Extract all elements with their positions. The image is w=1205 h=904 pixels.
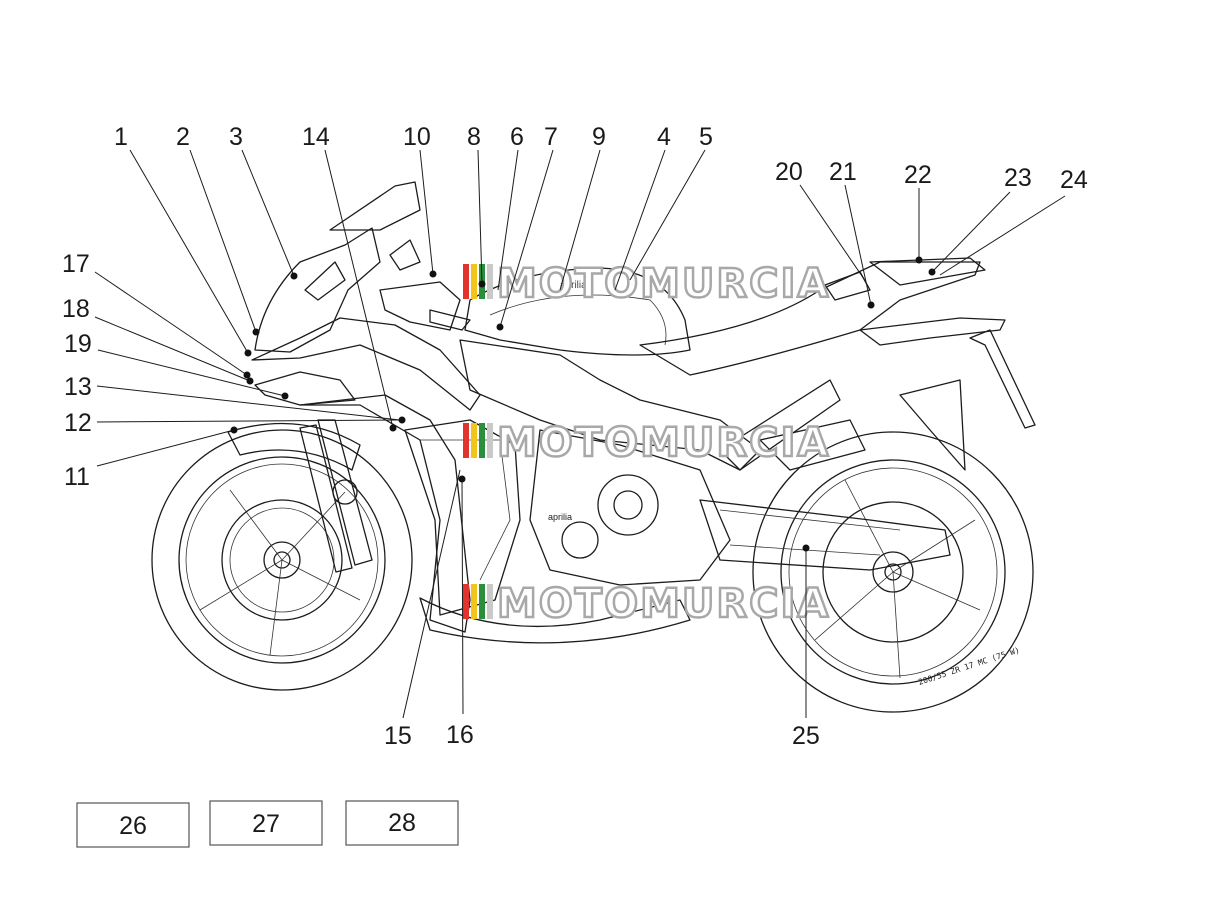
frame-engine: aprilia aprilia xyxy=(459,280,966,586)
box-27-label: 27 xyxy=(252,810,280,838)
front-fork xyxy=(227,419,373,573)
front-wheel xyxy=(151,429,413,691)
rear-tire-marking: 200/55 ZR 17 MC (75 W) xyxy=(917,646,1021,687)
callout-15: 15 xyxy=(384,722,412,750)
watermark-middle: MOTOMURCIA xyxy=(463,419,830,467)
callout-23: 23 xyxy=(1004,164,1032,192)
callout-16: 16 xyxy=(446,721,474,749)
callout-12: 12 xyxy=(64,409,92,437)
engine-logo: aprilia xyxy=(548,512,572,522)
callout-22: 22 xyxy=(904,161,932,189)
watermark-color-bar xyxy=(471,423,477,458)
box-26 xyxy=(76,802,190,848)
box-28 xyxy=(345,800,459,846)
callout-2: 2 xyxy=(176,123,190,151)
box-28-label: 28 xyxy=(388,809,416,837)
watermark-color-bar xyxy=(487,584,493,619)
callout-14: 14 xyxy=(302,123,330,151)
callout-10: 10 xyxy=(403,123,431,151)
callout-8: 8 xyxy=(467,123,481,151)
callout-1: 1 xyxy=(114,123,128,151)
callout-5: 5 xyxy=(699,123,713,151)
watermark-text-bottom: MOTOMURCIA xyxy=(497,581,830,627)
boxed-items: 26 27 28 xyxy=(76,800,459,848)
watermark-text-middle: MOTOMURCIA xyxy=(497,420,830,466)
watermark-color-bar xyxy=(487,264,493,299)
seat-and-tail xyxy=(639,257,1036,429)
watermark-color-bar xyxy=(487,423,493,458)
callout-3: 3 xyxy=(229,123,243,151)
fairing-logo: aprilia xyxy=(560,280,587,291)
callout-19: 19 xyxy=(64,330,92,358)
watermark-color-bar xyxy=(463,584,469,619)
callouts: 1 2 3 14 10 8 6 7 9 4 5 20 21 xyxy=(62,123,1088,750)
callout-21: 21 xyxy=(829,158,857,186)
watermark-color-bar xyxy=(463,423,469,458)
watermark-color-bar xyxy=(463,264,469,299)
watermark-color-bar xyxy=(471,264,477,299)
watermark-color-bar xyxy=(479,584,485,619)
callout-6: 6 xyxy=(510,123,524,151)
callout-11: 11 xyxy=(64,463,90,491)
box-27 xyxy=(209,800,323,846)
watermark-color-bar xyxy=(471,584,477,619)
watermark-top: MOTOMURCIA xyxy=(463,260,830,308)
watermarks: MOTOMURCIA MOTOMURCIA MOTOMURCIA xyxy=(463,260,830,628)
fuel-tank xyxy=(379,239,691,356)
rear-wheel: 200/55 ZR 17 MC (75 W) xyxy=(752,431,1034,713)
watermark-bottom: MOTOMURCIA xyxy=(463,580,830,628)
watermark-color-bar xyxy=(479,423,485,458)
callout-4: 4 xyxy=(657,123,671,151)
callout-17: 17 xyxy=(62,250,90,278)
callout-25: 25 xyxy=(792,722,820,750)
callout-7: 7 xyxy=(544,123,558,151)
callout-9: 9 xyxy=(592,123,606,151)
watermark-text-top: MOTOMURCIA xyxy=(497,261,830,307)
callout-24: 24 xyxy=(1060,166,1088,194)
box-26-label: 26 xyxy=(119,812,147,840)
callout-20: 20 xyxy=(775,158,803,186)
front-fairing xyxy=(251,181,691,644)
callout-13: 13 xyxy=(64,373,92,401)
callout-18: 18 xyxy=(62,295,90,323)
